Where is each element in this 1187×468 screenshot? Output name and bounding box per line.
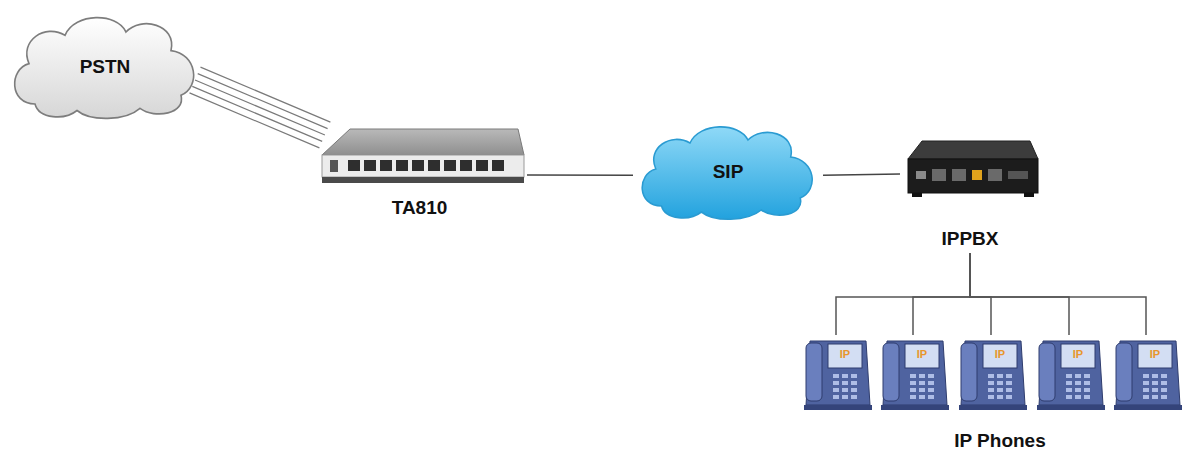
node-label: SIP [653,160,803,184]
gateway-device [312,125,527,191]
ip-phone [955,335,1027,413]
screen-text: IP [828,348,862,360]
screen-text: IP [1138,348,1172,360]
network-link [836,253,970,335]
sip-cloud: SIP [633,118,823,228]
network-link [913,253,970,335]
ip-phone [877,335,949,413]
network-link [970,253,1069,335]
node-label: TA810 [312,197,527,219]
network-link [970,253,991,335]
gateway-box: TA810 [312,125,527,225]
node-label: IPPBX [900,228,1040,250]
phone-box: IP [955,335,1027,413]
screen-text: IP [1061,348,1095,360]
node-label: PSTN [25,55,185,79]
group-label: IP Phones [890,430,1110,452]
ippbx-device [900,135,1040,215]
phone-box: IP [1033,335,1105,413]
screen-text: IP [905,348,939,360]
ip-phone [1033,335,1105,413]
pstn-cloud: PSTN [5,8,205,128]
network-link [527,174,633,176]
ip-phone [1110,335,1182,413]
trunk-lines [190,67,331,148]
screen-text: IP [983,348,1017,360]
ippbx-box: IPPBX [900,135,1040,253]
network-link [823,174,900,175]
phone-box: IP [877,335,949,413]
network-link [970,253,1146,335]
phone-box: IP [800,335,872,413]
phone-box: IP [1110,335,1182,413]
ip-phone [800,335,872,413]
